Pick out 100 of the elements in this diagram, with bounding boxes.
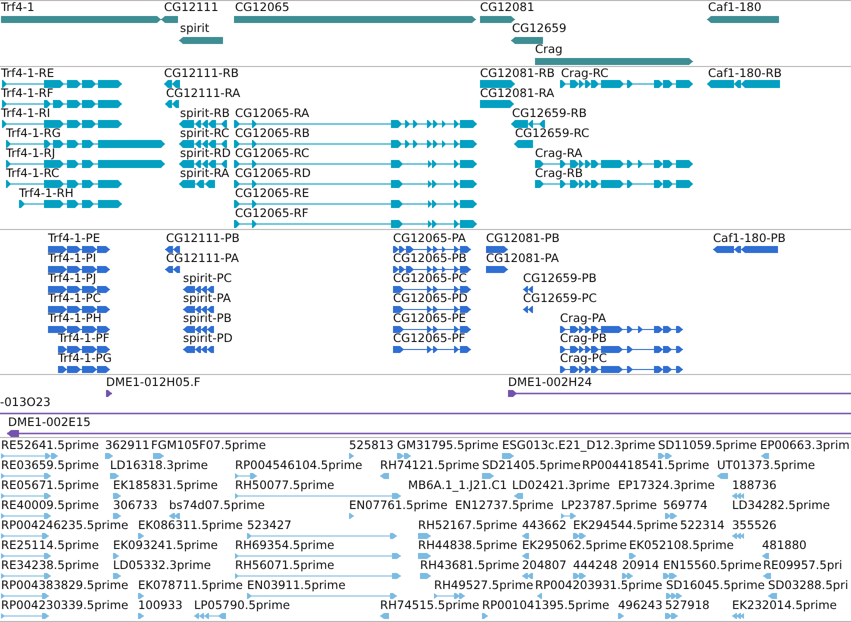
- est-label: ESG013c.E21_D12.3prime: [502, 439, 656, 452]
- est-label: EK052108.5prime: [629, 539, 734, 552]
- clone-label: DME1-012H05.F: [106, 376, 201, 389]
- est-label: RH74515.5prime: [380, 599, 480, 612]
- protein-label: spirit-PB: [183, 312, 232, 325]
- est-label: EK078711.5prime: [138, 579, 243, 592]
- protein-label: CG12111-PA: [166, 252, 239, 265]
- transcript-label: Trf4-1-RI: [1, 107, 50, 120]
- protein-label: CG12081-PA: [486, 252, 559, 265]
- est-label: EK185831.5prime: [113, 479, 218, 492]
- gene-label: Trf4-1: [1, 1, 34, 14]
- transcript-label: CG12111-RA: [166, 87, 240, 100]
- transcript-label: CG12065-RC: [235, 147, 310, 160]
- est-label: EK232014.5prime: [732, 599, 837, 612]
- gene-label: Caf1-180: [708, 1, 762, 14]
- est-label: EN07761.5prime: [349, 499, 448, 512]
- est-label: EN12737.5prime: [455, 499, 554, 512]
- est-label: 188736: [732, 479, 777, 492]
- est-label: 496243: [618, 599, 663, 612]
- protein-label: CG12659-PB: [523, 272, 597, 285]
- gene-label: CG12659: [512, 22, 566, 35]
- est-label: 355526: [732, 519, 777, 532]
- est-label: UT01373.5prime: [717, 459, 816, 472]
- clone-label: DME1-002H24: [508, 376, 592, 389]
- transcript-label: Crag-RA: [535, 147, 582, 160]
- est-label: EK294544.5prime: [573, 519, 678, 532]
- gene-label: CG12081: [480, 1, 534, 14]
- protein-label: Crag-PC: [560, 352, 607, 365]
- transcript-label: spirit-RA: [180, 167, 230, 180]
- est-label: LP23787.5prime: [561, 499, 657, 512]
- protein-label: CG12065-PC: [393, 272, 467, 285]
- est-label: LP05790.5prime: [194, 599, 290, 612]
- transcript-label: Trf4-1-RC: [6, 167, 60, 180]
- protein-label: Trf4-1-PH: [48, 312, 102, 325]
- est-label: RH43681.5prime: [420, 559, 520, 572]
- est-label: 444248: [573, 559, 618, 572]
- est-label: RE05671.5prime: [1, 479, 99, 492]
- est-label: RH50077.5prime: [235, 479, 334, 492]
- est-label: FGM105F07.5prime: [151, 439, 266, 452]
- protein-label: Trf4-1-PF: [58, 332, 110, 345]
- gene-label: CG12111: [164, 1, 218, 14]
- protein-label: spirit-PD: [183, 332, 233, 345]
- protein-label: CG12065-PF: [393, 332, 466, 345]
- est-label: RE34238.5prime: [1, 559, 99, 572]
- protein-label: spirit-PC: [183, 272, 232, 285]
- est-label: MB6A.1_1.J21.C1: [408, 479, 508, 492]
- transcript-label: CG12659-RB: [512, 107, 587, 120]
- transcript-label: Trf4-1-RG: [6, 127, 61, 140]
- protein-label: spirit-PA: [183, 292, 231, 305]
- protein-label: CG12065-PB: [393, 252, 467, 265]
- est-label: 306733: [113, 499, 158, 512]
- transcript-label: Caf1-180-RB: [708, 67, 782, 80]
- est-label: 527918: [665, 599, 710, 612]
- protein-label: Trf4-1-PG: [58, 352, 112, 365]
- est-label: 362911: [105, 439, 150, 452]
- gene-label: Crag: [535, 43, 563, 56]
- protein-label: Caf1-180-PB: [713, 232, 786, 245]
- transcript-label: CG12081-RA: [480, 87, 554, 100]
- protein-label: CG12659-PC: [523, 292, 597, 305]
- transcript-label: CG12081-RB: [480, 67, 555, 80]
- est-label: EK295062.5prime: [522, 539, 627, 552]
- est-label: SD21405.5prime: [482, 459, 581, 472]
- est-label: EP00663.3prim: [760, 439, 850, 452]
- est-label: RP004246235.5prime: [1, 519, 128, 532]
- est-label: 569774: [663, 499, 708, 512]
- transcript-label: Trf4-1-RJ: [6, 147, 56, 160]
- transcript-label: Crag-RB: [535, 167, 583, 180]
- transcript-label: CG12659-RC: [515, 127, 590, 140]
- est-label: LD05332.3prime: [113, 559, 211, 572]
- protein-label: CG12065-PD: [393, 292, 468, 305]
- protein-label: Trf4-1-PE: [48, 232, 100, 245]
- protein-label: Trf4-1-PC: [48, 292, 101, 305]
- est-label: 204807: [522, 559, 567, 572]
- est-label: RP001041395.5prime: [482, 599, 610, 612]
- est-label: EP17324.3prime: [618, 479, 715, 492]
- est-label: RE52641.5prime: [1, 439, 99, 452]
- est-label: LD02421.3prime: [512, 479, 610, 492]
- transcript-label: CG12065-RA: [235, 107, 310, 120]
- transcript-label: Trf4-1-RF: [1, 87, 54, 100]
- transcript-label: CG12111-RB: [164, 67, 239, 80]
- est-label: 443662: [522, 519, 567, 532]
- transcript-label: spirit-RD: [180, 147, 231, 160]
- est-label: RH44838.5prime: [418, 539, 518, 552]
- est-label: EN15560.5prime: [663, 559, 762, 572]
- est-label: EK093241.5prime: [113, 539, 218, 552]
- est-label: 522314: [680, 519, 725, 532]
- est-label: RE03659.5prime: [1, 459, 99, 472]
- est-label: RP004383829.5prime: [1, 579, 128, 592]
- est-label: RE09957.5pri: [763, 559, 842, 572]
- transcript-label: spirit-RC: [180, 127, 230, 140]
- transcript-label: CG12065-RB: [235, 127, 310, 140]
- est-label: RP004203931.5prime: [535, 579, 662, 592]
- est-label: RE25114.5prime: [1, 539, 99, 552]
- clone-label: DME1-002E15: [8, 416, 91, 429]
- est-label: RP004230339.5prime: [1, 599, 128, 612]
- est-label: RH69354.5prime: [235, 539, 334, 552]
- transcript-label: Crag-RC: [561, 67, 608, 80]
- est-label: SD03288.5pri: [768, 579, 848, 592]
- protein-label: Trf4-1-PI: [48, 252, 96, 265]
- est-label: SD16045.5prime: [666, 579, 765, 592]
